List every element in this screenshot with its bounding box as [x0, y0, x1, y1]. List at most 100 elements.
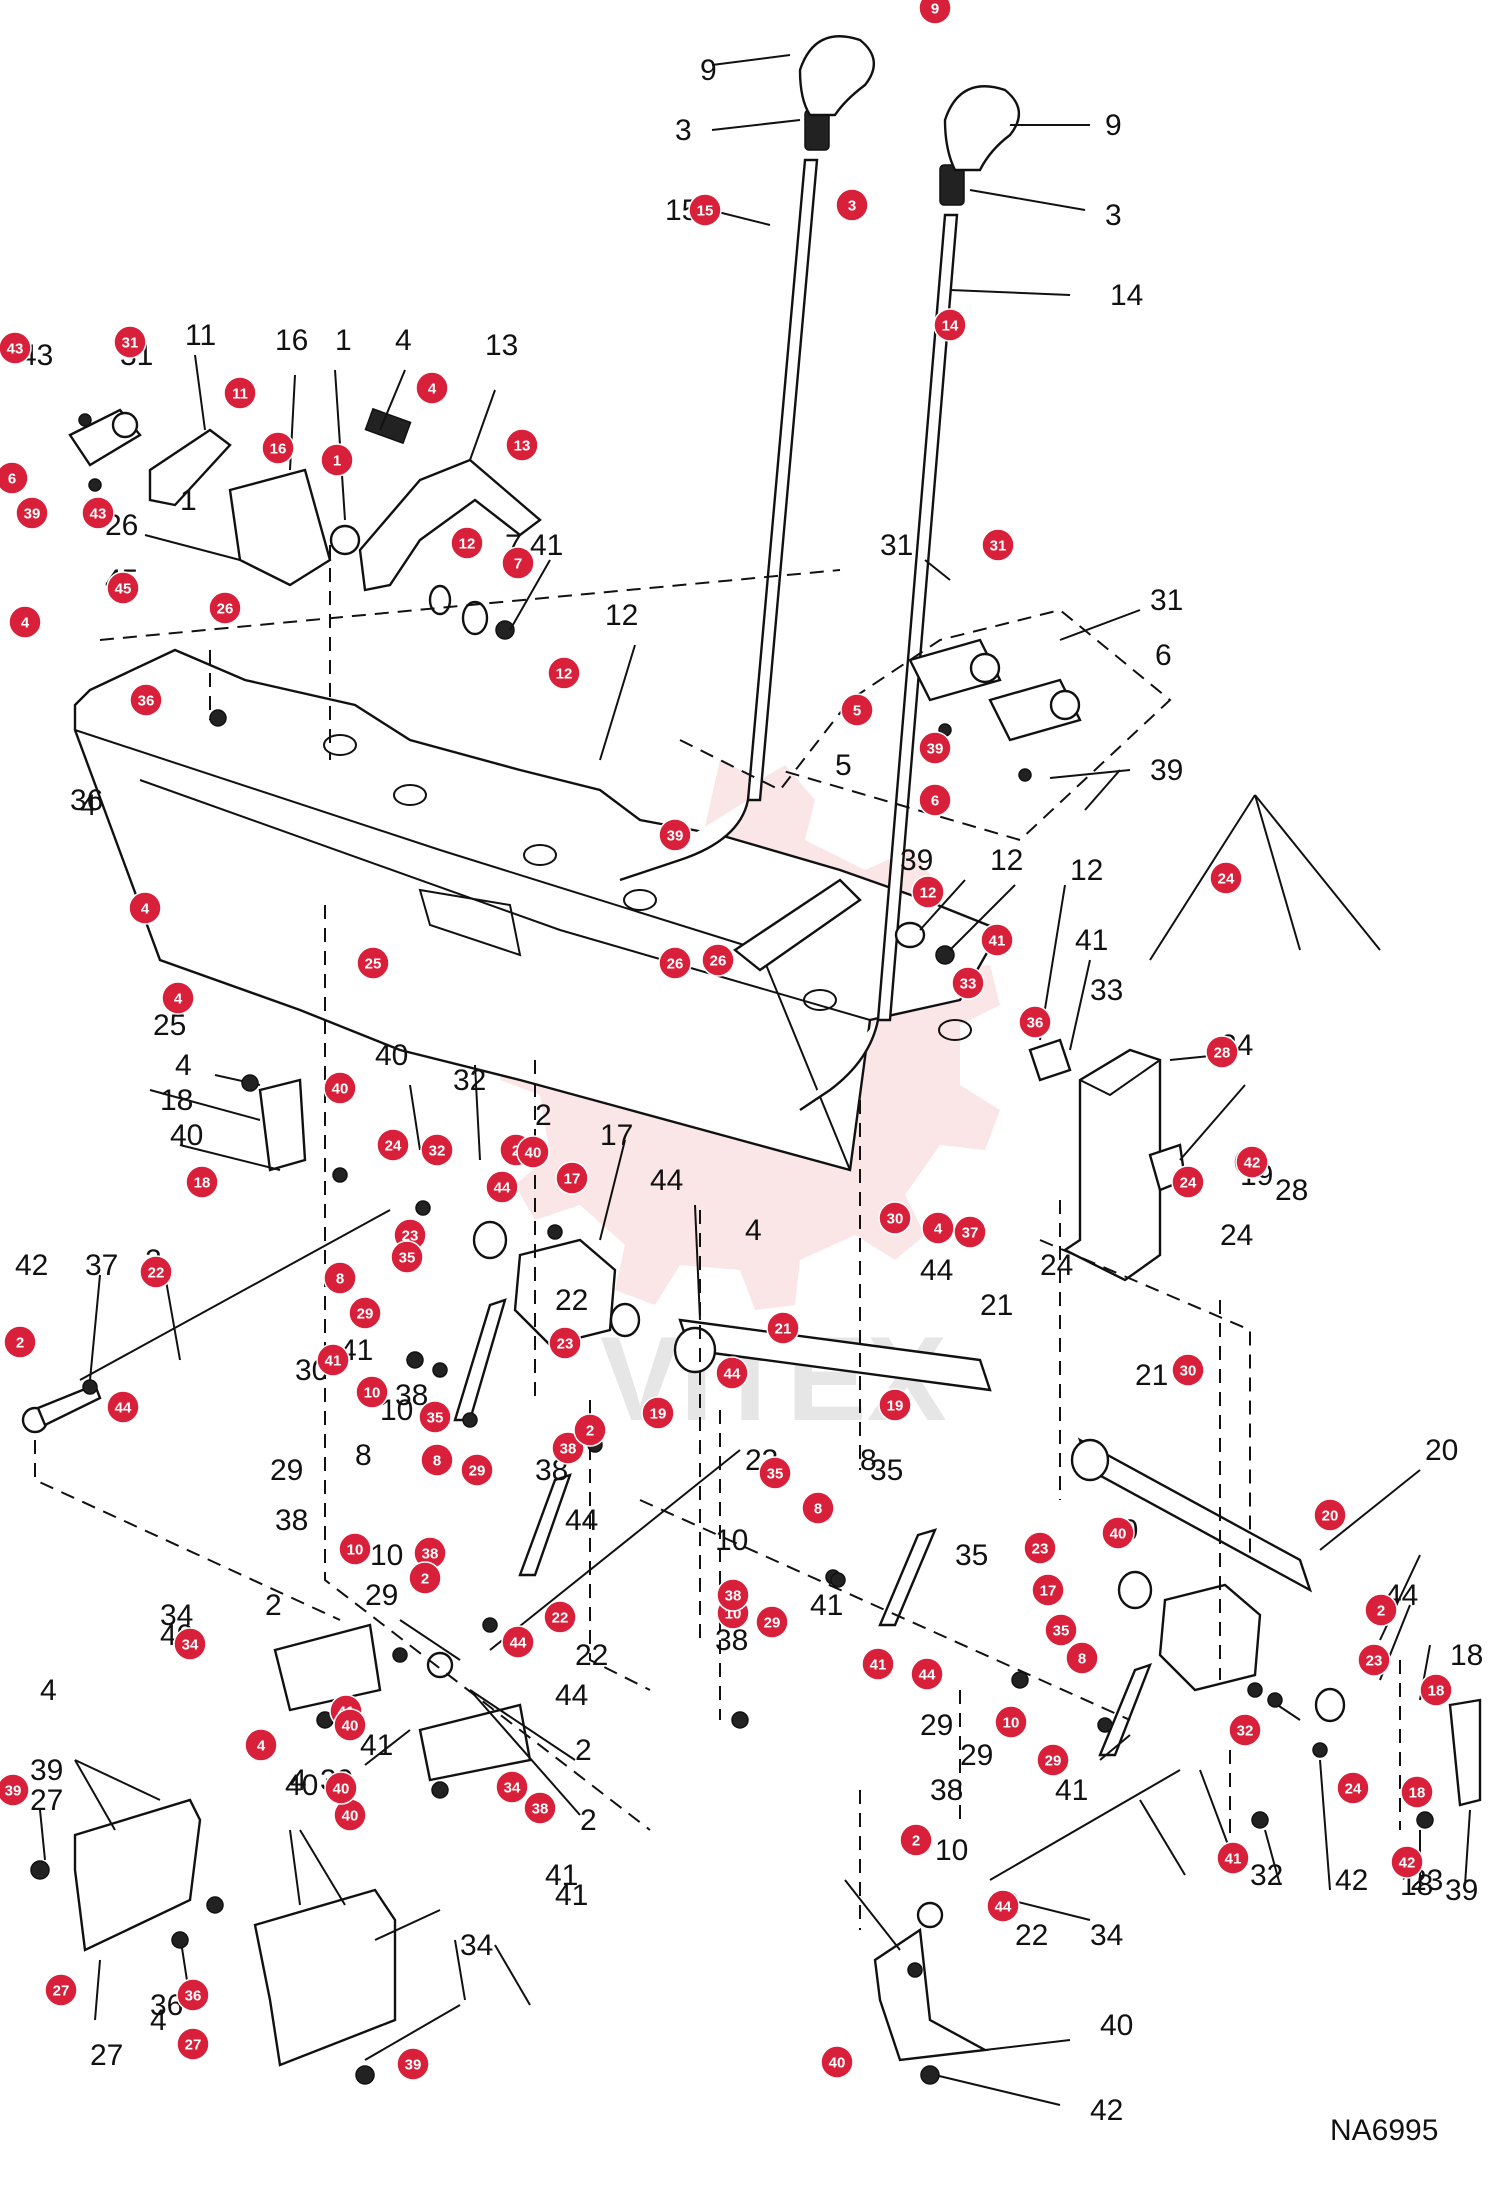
hotspot-marker[interactable]	[176, 2027, 210, 2061]
hotspot-marker[interactable]	[420, 1133, 454, 1167]
part-hotspot-4[interactable]: 4	[8, 605, 42, 639]
hotspot-marker[interactable]	[548, 1326, 582, 1360]
part-hotspot-2[interactable]: 2	[899, 1823, 933, 1857]
hotspot-marker[interactable]	[244, 1728, 278, 1762]
hotspot-marker[interactable]	[485, 1170, 519, 1204]
hotspot-marker[interactable]	[573, 1413, 607, 1447]
hotspot-marker[interactable]	[1171, 1165, 1205, 1199]
hotspot-marker[interactable]	[981, 528, 1015, 562]
part-hotspot-29[interactable]: 29	[348, 1296, 382, 1330]
part-hotspot-39[interactable]: 39	[918, 731, 952, 765]
part-hotspot-4[interactable]: 4	[921, 1211, 955, 1245]
hotspot-marker[interactable]	[1390, 1845, 1424, 1879]
part-hotspot-17[interactable]: 17	[555, 1161, 589, 1195]
hotspot-marker[interactable]	[323, 1261, 357, 1295]
part-hotspot-10[interactable]: 10	[994, 1705, 1028, 1739]
part-hotspot-5[interactable]: 5	[840, 693, 874, 727]
hotspot-marker[interactable]	[878, 1201, 912, 1235]
part-hotspot-13[interactable]: 13	[505, 428, 539, 462]
part-hotspot-20[interactable]: 20	[1313, 1498, 1347, 1532]
hotspot-marker[interactable]	[505, 428, 539, 462]
part-hotspot-35[interactable]: 35	[758, 1456, 792, 1490]
hotspot-marker[interactable]	[953, 1215, 987, 1249]
hotspot-marker[interactable]	[44, 1973, 78, 2007]
hotspot-marker[interactable]	[261, 431, 295, 465]
part-hotspot-34[interactable]: 34	[495, 1770, 529, 1804]
hotspot-marker[interactable]	[1018, 1005, 1052, 1039]
part-hotspot-18[interactable]: 18	[1400, 1775, 1434, 1809]
hotspot-marker[interactable]	[208, 591, 242, 625]
hotspot-marker[interactable]	[460, 1453, 494, 1487]
hotspot-marker[interactable]	[918, 731, 952, 765]
hotspot-marker[interactable]	[766, 1311, 800, 1345]
hotspot-marker[interactable]	[1205, 1035, 1239, 1069]
part-hotspot-39[interactable]: 39	[658, 818, 692, 852]
part-hotspot-7[interactable]: 7	[501, 546, 535, 580]
hotspot-marker[interactable]	[801, 1491, 835, 1525]
hotspot-marker[interactable]	[701, 943, 735, 977]
hotspot-marker[interactable]	[1216, 1841, 1250, 1875]
part-hotspot-4[interactable]: 4	[415, 371, 449, 405]
part-hotspot-23[interactable]: 23	[1023, 1531, 1057, 1565]
part-hotspot-36[interactable]: 36	[1018, 1005, 1052, 1039]
part-hotspot-12[interactable]: 12	[911, 875, 945, 909]
hotspot-marker[interactable]	[223, 376, 257, 410]
part-hotspot-40[interactable]: 40	[323, 1071, 357, 1105]
hotspot-marker[interactable]	[1031, 1573, 1065, 1607]
part-hotspot-15[interactable]: 15	[688, 193, 722, 227]
part-hotspot-2[interactable]: 2	[1364, 1593, 1398, 1627]
hotspot-marker[interactable]	[333, 1708, 367, 1742]
part-hotspot-30[interactable]: 30	[1171, 1353, 1205, 1387]
hotspot-marker[interactable]	[878, 1388, 912, 1422]
part-hotspot-10[interactable]: 10	[338, 1532, 372, 1566]
hotspot-marker[interactable]	[543, 1600, 577, 1634]
part-hotspot-39[interactable]: 39	[396, 2047, 430, 2081]
part-hotspot-19[interactable]: 19	[641, 1396, 675, 1430]
part-hotspot-29[interactable]: 29	[460, 1453, 494, 1487]
hotspot-marker[interactable]	[758, 1456, 792, 1490]
hotspot-marker[interactable]	[376, 1128, 410, 1162]
part-hotspot-22[interactable]: 22	[139, 1255, 173, 1289]
part-hotspot-33[interactable]: 33	[951, 966, 985, 1000]
part-hotspot-36[interactable]: 36	[129, 683, 163, 717]
hotspot-marker[interactable]	[348, 1296, 382, 1330]
part-hotspot-17[interactable]: 17	[1031, 1573, 1065, 1607]
hotspot-marker[interactable]	[820, 2045, 854, 2079]
part-hotspot-21[interactable]: 21	[766, 1311, 800, 1345]
hotspot-marker[interactable]	[899, 1823, 933, 1857]
part-hotspot-29[interactable]: 29	[755, 1605, 789, 1639]
hotspot-marker[interactable]	[1023, 1531, 1057, 1565]
hotspot-marker[interactable]	[3, 1325, 37, 1359]
part-hotspot-34[interactable]: 34	[173, 1627, 207, 1661]
part-hotspot-2[interactable]: 2	[573, 1413, 607, 1447]
hotspot-marker[interactable]	[173, 1627, 207, 1661]
part-hotspot-31[interactable]: 31	[113, 325, 147, 359]
hotspot-marker[interactable]	[128, 891, 162, 925]
hotspot-marker[interactable]	[81, 496, 115, 530]
hotspot-marker[interactable]	[835, 188, 869, 222]
part-hotspot-42[interactable]: 42	[1235, 1145, 1269, 1179]
hotspot-marker[interactable]	[0, 461, 29, 495]
part-hotspot-4[interactable]: 4	[161, 981, 195, 1015]
part-hotspot-27[interactable]: 27	[44, 1973, 78, 2007]
hotspot-marker[interactable]	[139, 1255, 173, 1289]
part-hotspot-18[interactable]: 18	[185, 1165, 219, 1199]
part-hotspot-38[interactable]: 38	[716, 1578, 750, 1612]
part-hotspot-8[interactable]: 8	[1065, 1641, 1099, 1675]
hotspot-marker[interactable]	[0, 1773, 30, 1807]
part-hotspot-38[interactable]: 38	[523, 1791, 557, 1825]
part-hotspot-39[interactable]: 39	[15, 496, 49, 530]
hotspot-marker[interactable]	[396, 2047, 430, 2081]
part-hotspot-45[interactable]: 45	[106, 571, 140, 605]
hotspot-marker[interactable]	[715, 1356, 749, 1390]
hotspot-marker[interactable]	[933, 308, 967, 342]
part-hotspot-4[interactable]: 4	[244, 1728, 278, 1762]
hotspot-marker[interactable]	[516, 1135, 550, 1169]
part-hotspot-25[interactable]: 25	[356, 946, 390, 980]
hotspot-marker[interactable]	[390, 1240, 424, 1274]
hotspot-marker[interactable]	[641, 1396, 675, 1430]
part-hotspot-3[interactable]: 3	[835, 188, 869, 222]
hotspot-marker[interactable]	[994, 1705, 1028, 1739]
hotspot-marker[interactable]	[986, 1889, 1020, 1923]
